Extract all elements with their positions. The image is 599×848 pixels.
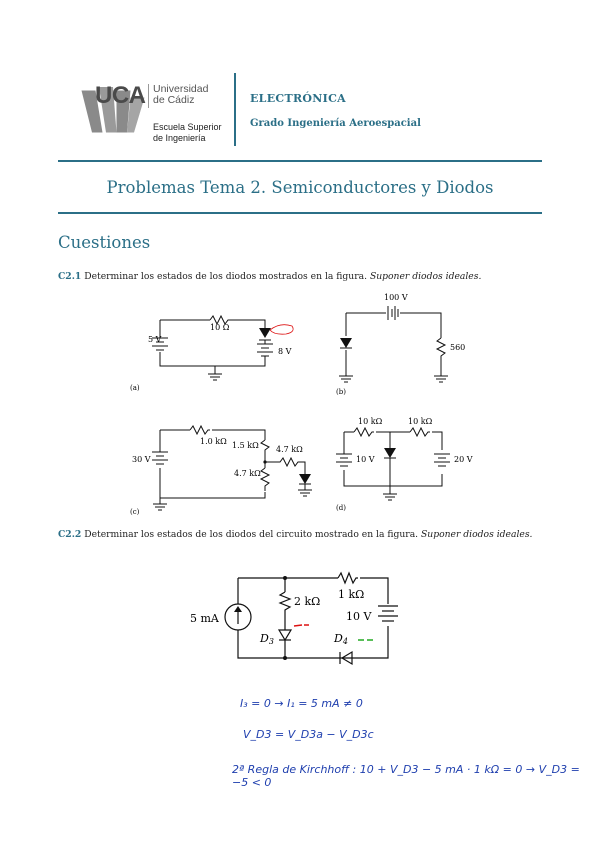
voltage-label: 10 V xyxy=(346,610,372,623)
university-line2: de Cádiz xyxy=(153,94,195,106)
circuit-c: 30 V 1.0 kΩ 1.5 kΩ 4.7 kΩ 4.7 kΩ (c) xyxy=(130,424,312,516)
question-text: Determinar los estados de los diodos del… xyxy=(81,529,422,540)
top-rule xyxy=(58,160,542,162)
caption-d: (d) xyxy=(336,504,346,512)
circuit-b: 100 V 560 Ω (b) xyxy=(336,293,466,396)
source2-label: 20 V xyxy=(454,455,473,464)
degree-title: Grado Ingeniería Aeroespacial xyxy=(250,118,421,129)
resistor-label: 10 Ω xyxy=(210,323,230,332)
r1-label: 1.0 kΩ xyxy=(200,437,227,446)
question-c2-1: C2.1 Determinar los estados de los diodo… xyxy=(58,270,544,283)
r3-label: 4.7 kΩ xyxy=(276,445,303,454)
logo-letters: UCA xyxy=(95,82,146,109)
resistor-label: 560 Ω xyxy=(450,343,466,352)
source1-label: 10 V xyxy=(356,455,375,464)
bottom-rule xyxy=(58,212,542,214)
circuit-c2-2: 5 mA 2 kΩ 1 kΩ 10 V D3 D4 xyxy=(190,571,398,666)
r-top-label: 1 kΩ xyxy=(338,588,364,601)
section-heading: Cuestiones xyxy=(58,233,151,252)
logo-divider xyxy=(148,84,149,108)
page-title: Problemas Tema 2. Semiconductores y Diod… xyxy=(106,178,494,197)
school-line2: de Ingeniería xyxy=(153,133,206,143)
caption-a: (a) xyxy=(130,384,140,392)
handwriting-line-2: V_D3 = V_D3a − V_D3c xyxy=(243,728,374,741)
r2-label: 10 kΩ xyxy=(408,417,433,426)
question-number: C2.2 xyxy=(58,529,82,540)
question-text: Determinar los estados de los diodos mos… xyxy=(81,271,370,282)
question-c2-2: C2.2 Determinar los estados de los diodo… xyxy=(58,528,544,541)
r4-label: 4.7 kΩ xyxy=(234,469,261,478)
subject-title: ELECTRÓNICA xyxy=(250,92,346,105)
d3-label: D3 xyxy=(259,632,274,646)
r-left-label: 2 kΩ xyxy=(294,595,320,608)
d4-label: D4 xyxy=(333,632,348,646)
question-note: Suponer diodos ideales. xyxy=(421,529,533,540)
circuit-d: 10 kΩ 10 kΩ 10 V 20 V (d) xyxy=(336,417,473,512)
handwriting-line-1: I₃ = 0 → I₁ = 5 mA ≠ 0 xyxy=(240,697,363,710)
circuit-a: 5 V 10 Ω 8 V (a) xyxy=(130,314,294,392)
source-label: 5 V xyxy=(148,335,162,344)
uca-logo-mark xyxy=(81,87,145,133)
current-source-label: 5 mA xyxy=(190,612,220,625)
question-note: Suponer diodos ideales. xyxy=(369,271,482,282)
university-name: Universidad de Cádiz xyxy=(153,84,208,106)
battery-label: 8 V xyxy=(278,347,292,356)
school-line1: Escuela Superior xyxy=(153,122,222,132)
header-divider xyxy=(234,73,236,146)
handwriting-line-3: 2ª Regla de Kirchhoff : 10 + V_D3 − 5 mA… xyxy=(232,763,580,789)
logo-text: UCA xyxy=(95,82,146,110)
school-name: Escuela Superior de Ingeniería xyxy=(153,122,222,144)
university-line1: Universidad xyxy=(153,83,209,95)
caption-c: (c) xyxy=(130,508,140,516)
annotation-red xyxy=(269,324,294,335)
source-label: 100 V xyxy=(384,293,408,302)
source-label: 30 V xyxy=(132,455,151,464)
question-number: C2.1 xyxy=(58,271,82,282)
r2-label: 1.5 kΩ xyxy=(232,441,259,450)
annotation-red-marks xyxy=(293,624,309,627)
caption-b: (b) xyxy=(336,388,346,396)
r1-label: 10 kΩ xyxy=(358,417,383,426)
